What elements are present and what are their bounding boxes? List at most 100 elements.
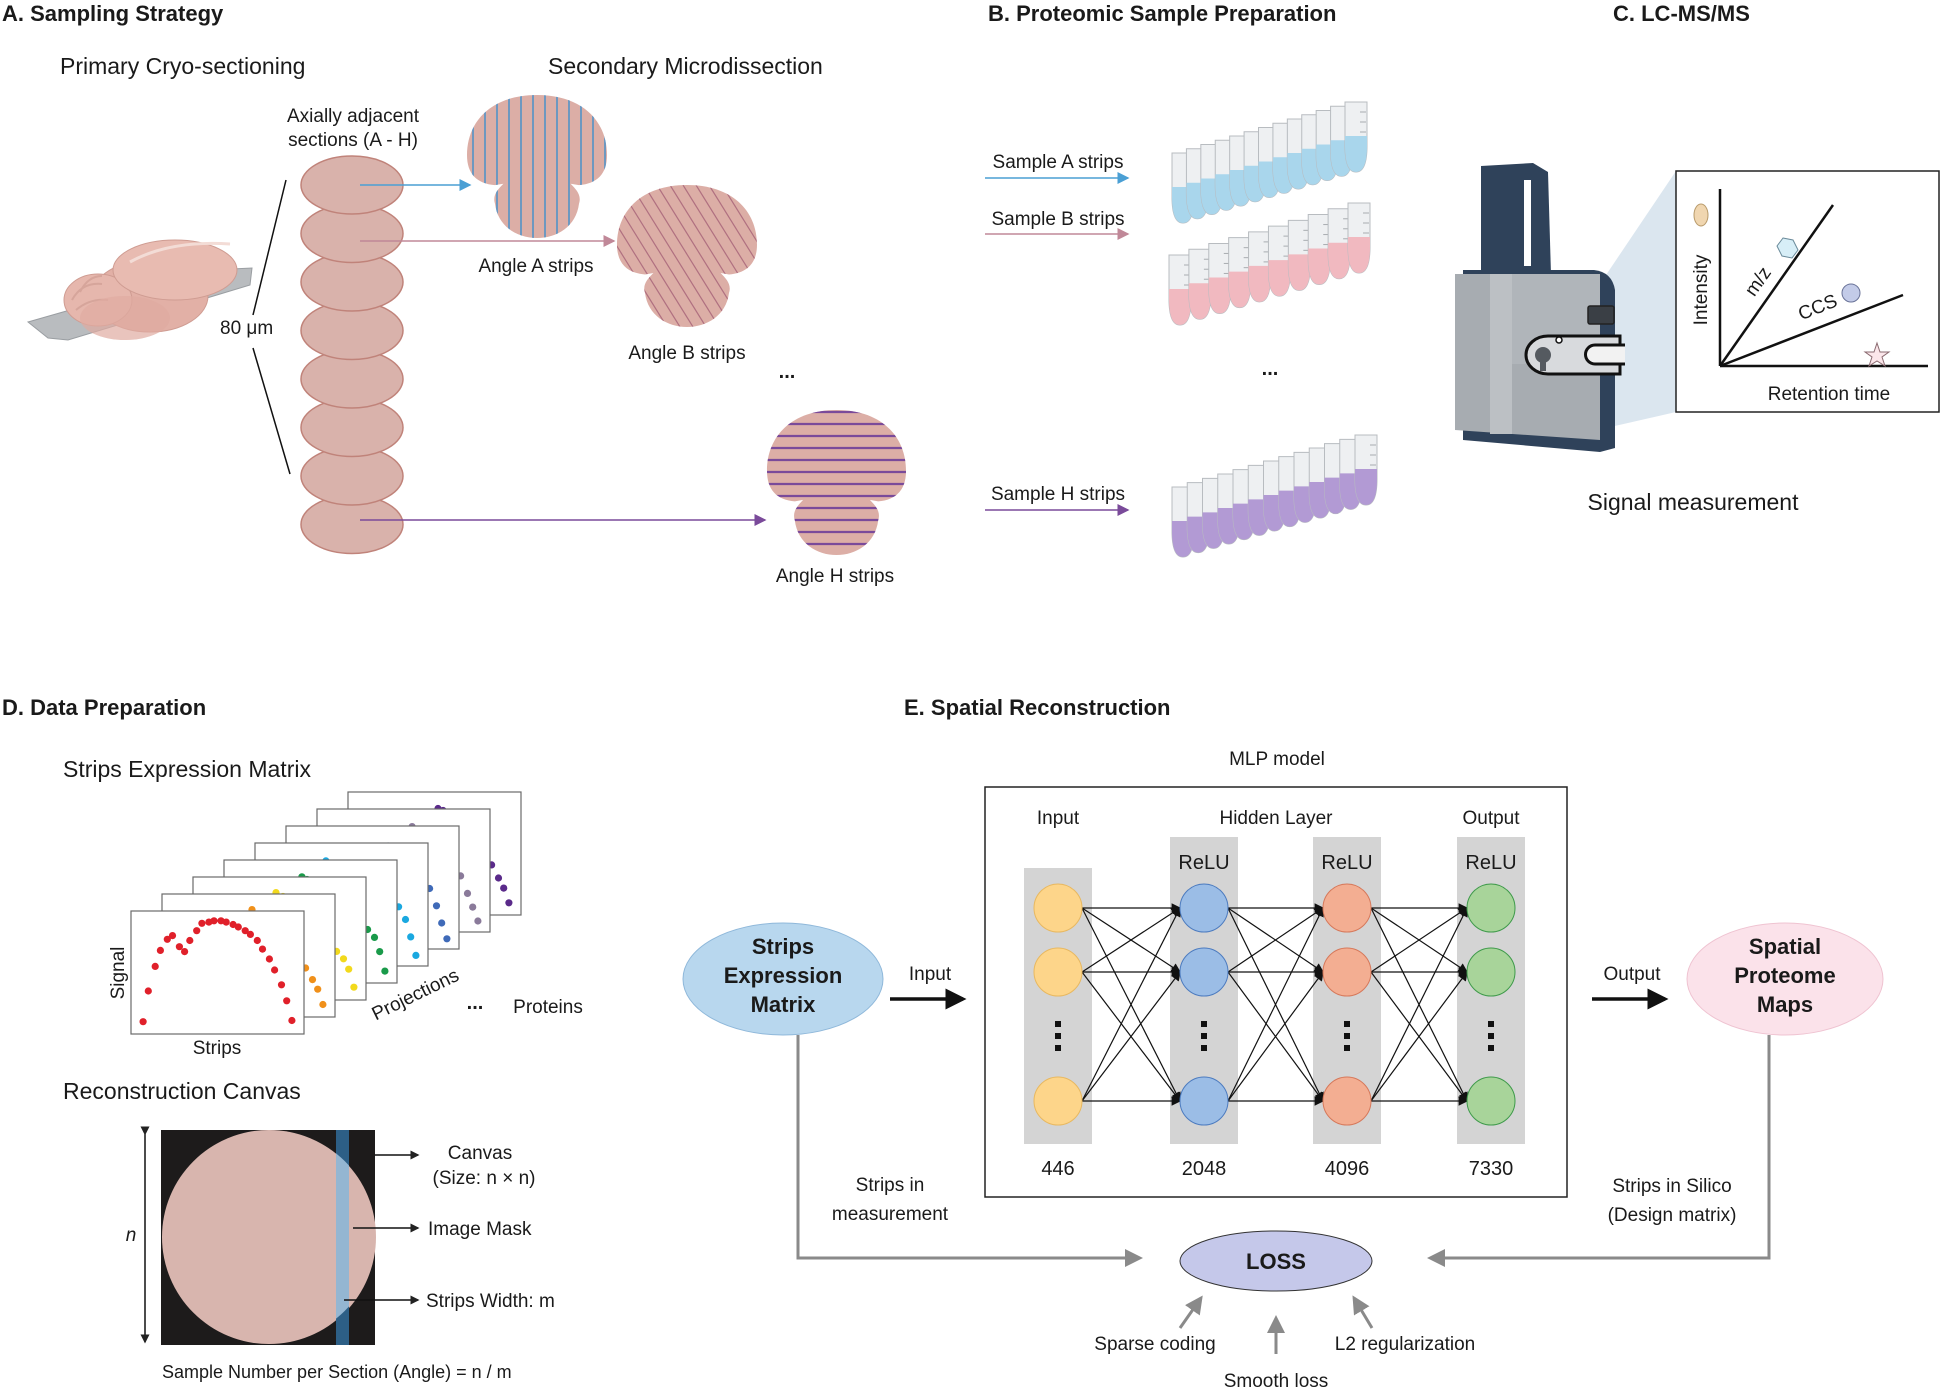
strips-matrix-title: Strips Expression Matrix [63, 756, 311, 782]
data-point [156, 946, 164, 955]
strip-line [761, 185, 849, 327]
sample-b-label: Sample B strips [991, 209, 1124, 230]
image-mask-circle [162, 1130, 376, 1344]
loss-term-sparse: Sparse coding [1094, 1334, 1215, 1355]
data-point [376, 948, 384, 956]
mlp-model-label: MLP model [1229, 749, 1325, 770]
layer-size-label: 7330 [1469, 1158, 1514, 1180]
neuron [1179, 883, 1229, 933]
thickness-label: 80 μm [220, 318, 273, 339]
tube [1307, 214, 1331, 286]
tube-liquid [1188, 283, 1211, 320]
tube [1228, 237, 1252, 309]
neuron [1033, 883, 1083, 933]
panel-d: D. Data Preparation Strips Expression Ma… [2, 695, 583, 1382]
proteins-label: Proteins [513, 997, 583, 1018]
l2-arrow [1352, 1295, 1374, 1329]
tube-liquid [1248, 265, 1271, 302]
data-point [139, 1018, 147, 1026]
strip-line [826, 185, 914, 327]
strip-line [865, 185, 953, 327]
tube-liquid [1355, 469, 1377, 505]
panel-a-title: A. Sampling Strategy [2, 1, 224, 26]
strip-width-label: Strips Width: m [426, 1291, 555, 1312]
data-point [277, 981, 286, 989]
measurement-label-line1: Strips in [856, 1175, 925, 1196]
strip-line [643, 185, 733, 327]
tube [1248, 231, 1272, 303]
brain-section-shape [617, 185, 757, 327]
ellipsis-dot [1344, 1021, 1350, 1027]
panel-c: C. LC-MS/MS Intensity Retention time m/z… [1455, 1, 1940, 515]
tube-liquid [1208, 277, 1231, 314]
data-point [350, 983, 358, 991]
input-arrow-label: Input [909, 964, 952, 985]
connection [1370, 907, 1468, 973]
tube-row-a [1171, 101, 1368, 224]
data-point [412, 951, 420, 960]
data-point [401, 915, 410, 924]
tube-liquid [1345, 136, 1367, 172]
data-point [253, 936, 261, 945]
activation-label: ReLU [1178, 852, 1229, 874]
panel-d-title: D. Data Preparation [2, 695, 206, 720]
silico-connector [1427, 1035, 1771, 1267]
angle-ellipsis: ... [779, 361, 796, 383]
ellipsis-dot [1055, 1021, 1061, 1027]
data-point [314, 985, 322, 993]
strip-line [747, 185, 757, 327]
data-point [308, 976, 317, 984]
layer-header-hidden: Hidden Layer [1219, 808, 1333, 829]
strip-line [774, 185, 862, 327]
intensity-label: Intensity [1691, 254, 1712, 325]
data-point [241, 927, 249, 935]
neuron [1322, 947, 1372, 997]
strip-line [787, 185, 875, 327]
connection [1370, 971, 1468, 1102]
sample-number-formula: Sample Number per Section (Angle) = n / … [162, 1362, 512, 1382]
data-point [381, 967, 389, 975]
tube [1287, 219, 1311, 291]
data-point [168, 932, 177, 940]
data-point [494, 874, 503, 882]
strip-line [695, 185, 757, 327]
data-point [505, 899, 513, 907]
activation-label: ReLU [1321, 852, 1372, 874]
strip-line [813, 185, 901, 327]
tube [1347, 202, 1371, 274]
sample-a-label: Sample A strips [993, 152, 1124, 173]
tube-liquid [1169, 289, 1191, 325]
connection [1370, 906, 1468, 1102]
data-point [258, 945, 267, 953]
loss-node [1179, 1230, 1373, 1292]
measurement-label-line2: measurement [832, 1204, 949, 1225]
data-point [443, 935, 451, 943]
panel-b: B. Proteomic Sample Preparation Sample A… [985, 1, 1378, 558]
retention-time-label: Retention time [1768, 384, 1891, 405]
tube [1208, 242, 1232, 314]
layer-size-label: 4096 [1325, 1158, 1370, 1180]
data-point [474, 917, 482, 925]
data-point [186, 936, 194, 945]
panel-a: A. Sampling Strategy Primary Cryo-sectio… [2, 1, 979, 587]
strip-line [617, 185, 668, 327]
tube [1327, 208, 1351, 280]
strip-line [721, 185, 757, 327]
panel-e: E. Spatial Reconstruction MLP model 446R… [682, 695, 1884, 1392]
tube-row-h [1171, 434, 1378, 558]
data-point [210, 917, 218, 925]
tube [1354, 434, 1378, 506]
zoom-line-bottom [252, 347, 291, 475]
data-point [283, 997, 291, 1005]
panel-e-title: E. Spatial Reconstruction [904, 695, 1171, 720]
n-label: n [126, 1225, 137, 1246]
strip-line [800, 185, 888, 327]
section-stack [300, 155, 404, 555]
input-node-line1: Strips [752, 934, 814, 959]
canvas-label-line1: Canvas [448, 1143, 512, 1164]
strip-line [617, 185, 681, 327]
connection [1081, 906, 1181, 1102]
tube-liquid [1288, 254, 1311, 291]
strip-line [891, 185, 979, 327]
